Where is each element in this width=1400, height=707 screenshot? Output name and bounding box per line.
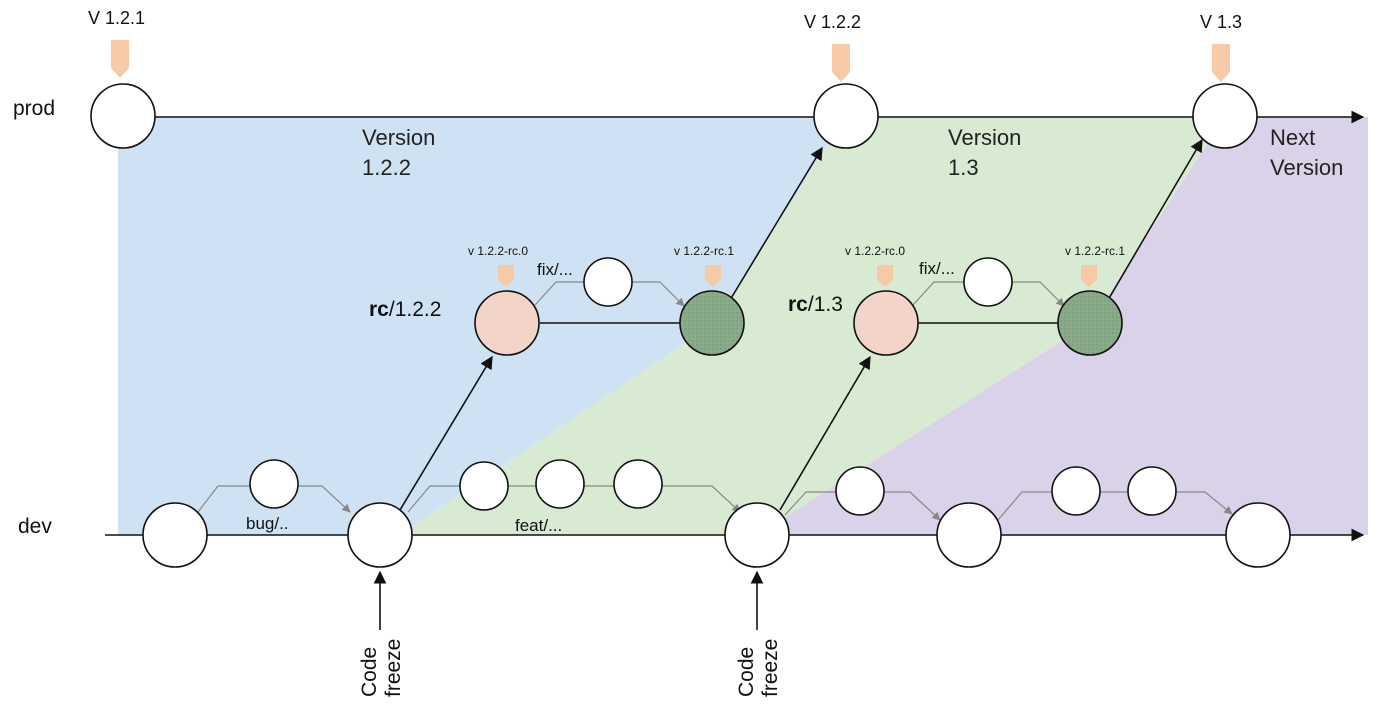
commit-dev-5 [1225, 502, 1291, 568]
tag-arrow-rc-3 [877, 265, 893, 287]
region-version-1-3 [400, 117, 1225, 535]
version-label-1-2-2-line1: Version [362, 125, 435, 150]
rc-branch-label-1-3: rc/1.3 [788, 293, 843, 316]
commit-dev-freeze-2 [724, 502, 790, 568]
version-label-1-3-line2: 1.3 [948, 155, 979, 180]
version-label-next-line2: Version [1270, 155, 1343, 180]
feat-branch-path [407, 485, 740, 512]
commit-dev-side-1 [835, 466, 885, 516]
fix-branch-path-2 [912, 281, 1064, 306]
version-label-next: Next Version [1270, 125, 1343, 180]
commit-dev-1 [142, 502, 208, 568]
version-label-next-line1: Next [1270, 125, 1315, 150]
commit-dev-side-3 [1127, 466, 1177, 516]
rc-branch-label-1-2-2: rc/1.2.2 [369, 298, 441, 321]
commit-feat-1 [459, 461, 509, 511]
code-freeze-label-2-line2: freeze [759, 639, 782, 697]
code-freeze-label-1: Code freeze [358, 639, 405, 697]
tag-arrow-rc-2 [705, 265, 721, 287]
code-freeze-label-2-line1: Code [735, 647, 758, 697]
commit-dev-4 [936, 502, 1002, 568]
commit-rc-1-3-start [853, 290, 919, 356]
arrow-rc-1-3-to-prod [1107, 138, 1203, 301]
commit-dev-side-2 [1051, 466, 1101, 516]
rc-branch-prefix-1-3: rc [788, 293, 808, 316]
version-label-1-3: Version 1.3 [948, 125, 1028, 180]
commit-fix-1 [583, 257, 633, 307]
commit-fix-2 [963, 257, 1013, 307]
branch-label-bug: bug/.. [246, 514, 289, 533]
commit-prod-v13 [1192, 83, 1258, 149]
commit-rc-1-2-2-start [474, 290, 540, 356]
tag-arrow-rc-1 [498, 265, 514, 287]
rc-tag-label-4: v 1.2.2-rc.1 [1065, 244, 1125, 258]
code-freeze-label-1-line1: Code [358, 647, 381, 697]
commit-feat-3 [613, 459, 663, 509]
rc-branch-suffix-1-2-2: /1.2.2 [389, 298, 442, 321]
tag-label-v121: V 1.2.1 [88, 8, 145, 28]
code-freeze-label-1-line2: freeze [382, 639, 405, 697]
code-freeze-label-2: Code freeze [735, 639, 782, 697]
arrow-dev-to-rc-1-2-2 [399, 355, 493, 511]
arrow-rc-1-2-2-to-prod [729, 146, 823, 301]
rc-branch-suffix-1-3: /1.3 [808, 293, 843, 316]
commit-dev-freeze-1 [347, 502, 413, 568]
commit-bug [249, 459, 299, 509]
lane-label-prod: prod [13, 97, 55, 120]
fix-branch-path-1 [534, 281, 684, 306]
arrow-dev-to-rc-1-3 [779, 355, 871, 511]
commit-feat-2 [535, 459, 585, 509]
commit-rc-1-3-release [1057, 290, 1123, 356]
lane-label-dev: dev [18, 515, 52, 538]
commit-prod-v121 [90, 83, 156, 149]
region-next-version [757, 117, 1368, 535]
dev-branch-path-4 [997, 491, 1232, 520]
rc-tag-label-2: v 1.2.2-rc.1 [674, 244, 734, 258]
tag-label-v122: V 1.2.2 [804, 12, 861, 32]
rc-tag-label-1: v 1.2.2-rc.0 [468, 244, 528, 258]
branch-label-fix-1: fix/... [537, 260, 573, 279]
commit-rc-1-2-2-release [679, 290, 745, 356]
version-label-1-3-line1: Version [948, 125, 1021, 150]
branch-label-fix-2: fix/... [919, 259, 955, 278]
version-label-1-2-2-line2: 1.2.2 [362, 155, 411, 180]
tag-arrow-v13 [1212, 44, 1230, 82]
branch-label-feat: feat/... [515, 516, 562, 535]
tag-arrow-rc-4 [1081, 265, 1097, 287]
dev-branch-path-3 [784, 491, 940, 520]
rc-branch-prefix-1-2-2: rc [369, 298, 389, 321]
tag-arrow-v121 [111, 40, 129, 78]
tag-arrow-v122 [832, 44, 850, 82]
bug-branch-path [197, 485, 350, 512]
commit-prod-v122 [813, 83, 879, 149]
rc-tag-label-3: v 1.2.2-rc.0 [845, 244, 905, 258]
version-label-1-2-2: Version 1.2.2 [362, 125, 442, 180]
tag-label-v13: V 1.3 [1200, 12, 1242, 32]
